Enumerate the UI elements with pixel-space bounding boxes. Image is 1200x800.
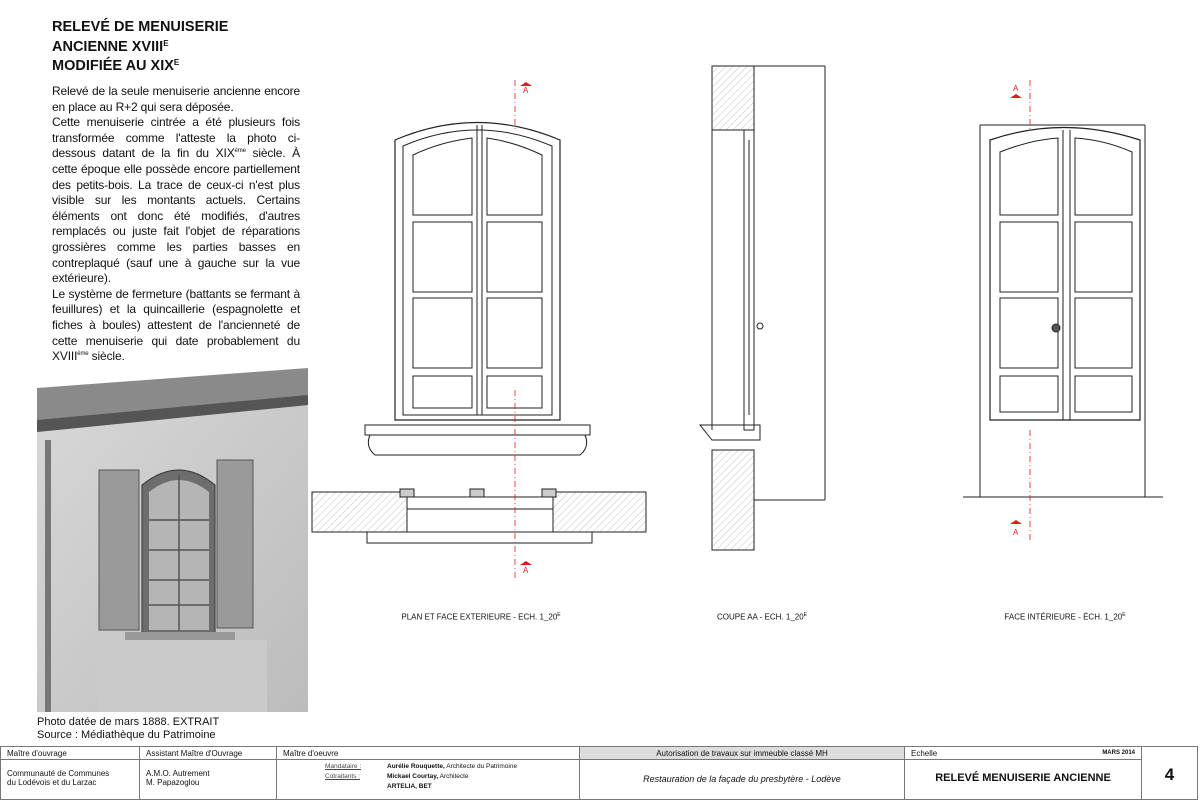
owner-line: du Lodévois et du Larzac bbox=[7, 778, 97, 787]
moe-label: Maître d'oeuvre bbox=[277, 746, 580, 760]
text: Cette menuiserie cintrée a été plusieurs… bbox=[52, 115, 300, 161]
project-name: Restauration de la façade du presbytère … bbox=[580, 760, 905, 800]
mandataire-role: Architecte du Patrimoine bbox=[444, 763, 518, 770]
sup: ème bbox=[77, 351, 89, 358]
drawing-caption-interior: FACE INTÉRIEURE - ÉCH. 1_20E bbox=[1004, 612, 1125, 622]
scale-cell: Echelle MARS 2014 bbox=[905, 746, 1142, 760]
caption-line: Source : Médiathèque du Patrimoine bbox=[37, 729, 216, 741]
exterior-elevation bbox=[311, 121, 647, 544]
mandataire-row: Mandataire : Aurélie Rouquette, Architect… bbox=[325, 762, 579, 772]
moe: Mandataire : Aurélie Rouquette, Architect… bbox=[277, 760, 580, 800]
amo-label: Assistant Maître d'Ouvrage bbox=[140, 746, 277, 760]
drawing-caption-plan: PLAN ET FACE EXTERIEURE - ECH. 1_20E bbox=[401, 612, 560, 622]
architectural-drawings bbox=[311, 65, 1163, 580]
title-line: ANCIENNE XVIIIE bbox=[52, 36, 228, 56]
mandataire-name: Aurélie Rouquette, bbox=[387, 763, 445, 770]
title-text: MODIFIÉE AU XIX bbox=[52, 58, 174, 74]
cotraitants-row: Cotraitants : Mickael Courtay, Architecte bbox=[325, 772, 579, 782]
cotraitants-label: Cotraitants : bbox=[325, 773, 361, 780]
title-text: ANCIENNE XVIII bbox=[52, 38, 164, 55]
section-view bbox=[698, 65, 826, 551]
photo-caption: Photo datée de mars 1888. EXTRAIT Source… bbox=[37, 716, 219, 742]
title-sup: E bbox=[163, 38, 169, 48]
title-line: RELEVÉ DE MENUISERIE bbox=[52, 19, 229, 35]
sup: E bbox=[1122, 612, 1126, 618]
sup: E bbox=[803, 612, 808, 618]
description: Relevé de la seule menuiserie ancienne e… bbox=[52, 84, 300, 365]
section-marker: A bbox=[1013, 528, 1019, 537]
title-sup: E bbox=[173, 58, 180, 67]
drawing-caption-section: COUPE AA - ECH. 1_20E bbox=[717, 612, 807, 622]
sheet-title: RELEVÉ MENUISERIE ANCIENNE bbox=[905, 760, 1142, 800]
sup: E bbox=[557, 612, 561, 618]
owner-line: Communauté de Communes bbox=[7, 769, 110, 778]
owner-label: Maître d'ouvrage bbox=[0, 746, 140, 760]
paragraph: Relevé de la seule menuiserie ancienne e… bbox=[52, 84, 300, 114]
paragraph: Le système de fermeture (battants se fer… bbox=[52, 287, 300, 365]
page-title: RELEVÉ DE MENUISERIE ANCIENNE XVIIIE MOD… bbox=[52, 19, 229, 75]
caption-line: Photo datée de mars 1888. EXTRAIT bbox=[37, 716, 220, 728]
section-marker: A bbox=[1013, 84, 1019, 93]
cotraitant-name: Mickael Courtay, bbox=[387, 773, 439, 780]
sup: ème bbox=[234, 148, 246, 155]
title-line: MODIFIÉE AU XIXE bbox=[52, 55, 228, 75]
cotraitant-role: Architecte bbox=[438, 773, 469, 780]
text: Le système de fermeture (battants se fer… bbox=[52, 286, 300, 364]
scale-label: Echelle bbox=[911, 749, 938, 758]
interior-elevation bbox=[963, 124, 1163, 498]
text: siècle. bbox=[88, 349, 125, 364]
caption-text: COUPE AA - ECH. 1_20 bbox=[716, 612, 804, 622]
amo-line: M. Papazoglou bbox=[146, 778, 200, 787]
sheet-number: 4 bbox=[1142, 746, 1198, 800]
cotraitant-bet: ARTELIA, BET bbox=[387, 783, 432, 790]
amo-line: A.M.O. Autrement bbox=[146, 769, 210, 778]
paragraph: Cette menuiserie cintrée a été plusieurs… bbox=[52, 115, 300, 287]
caption-text: PLAN ET FACE EXTERIEURE - ECH. 1_20 bbox=[401, 612, 558, 622]
caption-text: FACE INTÉRIEURE - ÉCH. 1_20 bbox=[1004, 612, 1123, 622]
authorization: Autorisation de travaux sur immeuble cla… bbox=[580, 746, 905, 760]
title-block: Maître d'ouvrage Assistant Maître d'Ouvr… bbox=[0, 746, 1200, 800]
section-marker: A bbox=[523, 566, 529, 575]
mandataire-label: Mandataire : bbox=[325, 763, 362, 770]
date: MARS 2014 bbox=[1102, 750, 1135, 756]
text: siècle. À cette époque elle possède enco… bbox=[52, 146, 300, 286]
section-marker: A bbox=[523, 86, 529, 95]
historic-photo bbox=[37, 368, 308, 712]
